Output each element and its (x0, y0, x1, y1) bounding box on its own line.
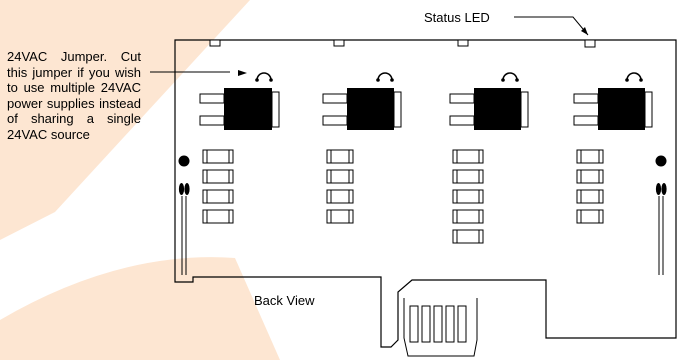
jumper-dots (255, 78, 643, 82)
back-view-label: Back View (254, 293, 315, 308)
left-mounting-clip (178, 155, 190, 275)
regulator-1 (199, 88, 280, 130)
regulator-3 (449, 88, 529, 130)
status-led-label: Status LED (424, 10, 490, 25)
component-column-1 (202, 149, 234, 224)
regulator-2 (322, 88, 402, 130)
component-column-3 (452, 149, 484, 244)
component-column-4 (576, 149, 604, 224)
edge-connector (403, 298, 478, 357)
component-column-2 (326, 149, 354, 224)
jumper-loops (256, 72, 642, 81)
top-edge-notches (209, 39, 469, 47)
status-led (584, 39, 596, 48)
status-led-pointer-icon (514, 16, 589, 36)
jumper-note: 24VAC Jumper. Cut this jumper if you wis… (7, 49, 141, 142)
regulator-4 (573, 88, 653, 130)
board-outline (174, 39, 677, 348)
watermark (0, 0, 280, 360)
jumper-arrow-icon (238, 70, 247, 76)
right-mounting-clip (655, 155, 667, 275)
status-led-arrowhead (581, 27, 588, 35)
